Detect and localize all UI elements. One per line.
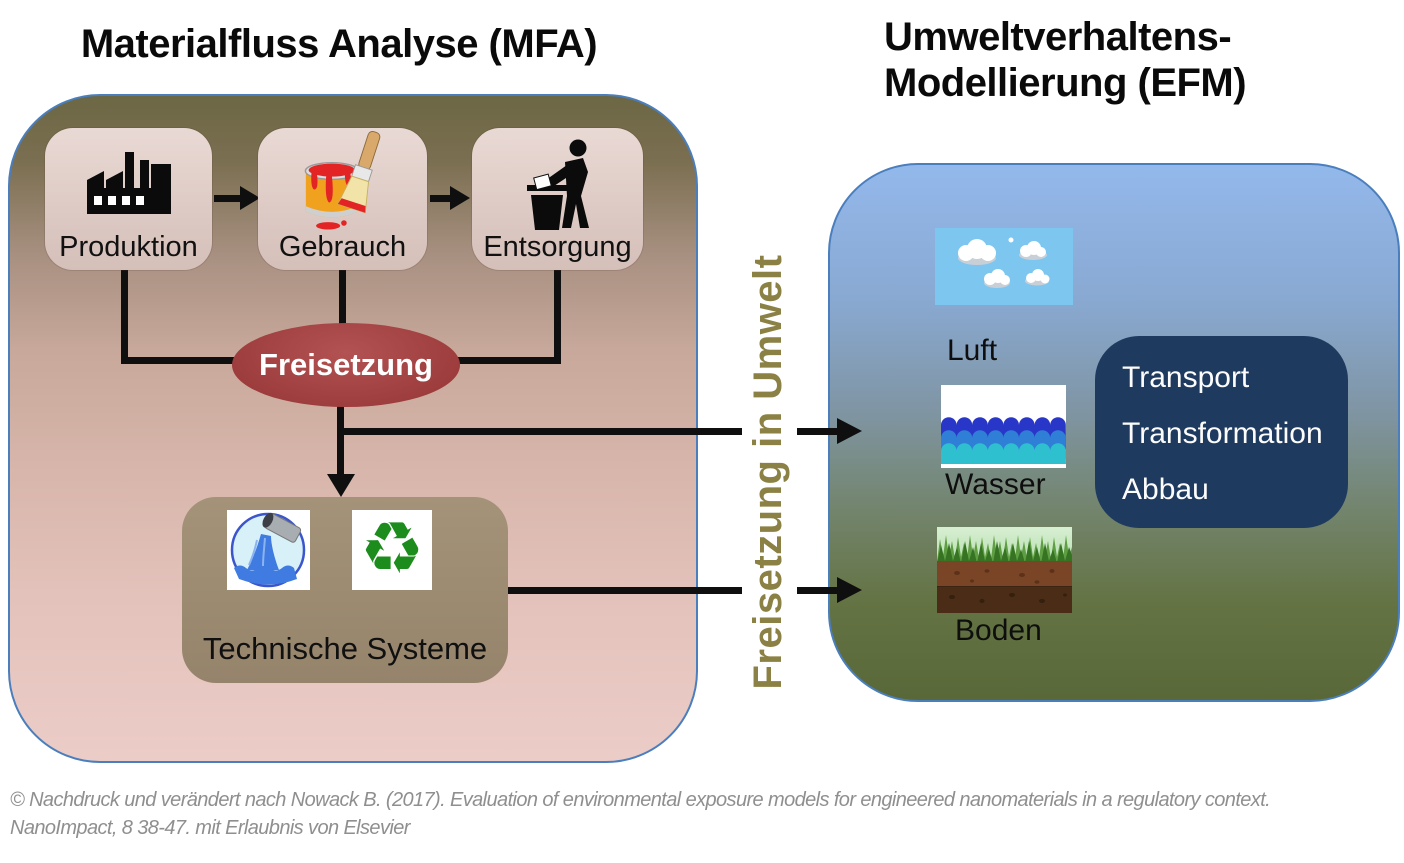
arrow-gebrauch-entsorgung-head xyxy=(450,186,470,210)
arrow-produktion-gebrauch-line xyxy=(214,195,240,202)
process-item-transformation: Transformation xyxy=(1122,417,1323,450)
branch-release-to-environment xyxy=(337,428,742,435)
stem-below-ellipse xyxy=(337,402,344,476)
stage-entsorgung: Entsorgung xyxy=(472,128,643,270)
stage-produktion: Produktion xyxy=(45,128,212,270)
line-produktion-to-ellipse xyxy=(121,357,243,364)
factory-icon xyxy=(45,144,212,216)
stem-entsorgung xyxy=(554,266,561,364)
soil-icon xyxy=(937,527,1072,618)
release-label: Freisetzung xyxy=(259,347,433,382)
stage-label-gebrauch: Gebrauch xyxy=(278,231,407,263)
stage-label-produktion: Produktion xyxy=(59,231,198,263)
wastewater-pipe-icon xyxy=(227,510,310,590)
recycling-glyph: ♻ xyxy=(359,509,425,589)
recycling-icon: ♻ xyxy=(352,510,432,590)
release-to-environment-label: Freisetzung in Umwelt xyxy=(746,254,790,690)
compartment-label-wasser: Wasser xyxy=(945,468,1046,501)
right-title-line2: Modellierung (EFM) xyxy=(884,61,1247,105)
caption-line2: NanoImpact, 8 38-47. mit Erlaubnis von E… xyxy=(10,817,410,839)
litter-disposal-icon xyxy=(472,138,643,232)
arrow-into-technical-head xyxy=(327,474,355,497)
left-panel-title: Materialfluss Analyse (MFA) xyxy=(80,22,598,66)
right-title-line1: Umweltverhaltens- xyxy=(884,15,1232,59)
technical-systems-box: ♻ Technische Systeme xyxy=(182,497,508,683)
process-item-abbau: Abbau xyxy=(1122,473,1209,506)
release-ellipse: Freisetzung xyxy=(232,323,460,407)
process-box: Transport Transformation Abbau xyxy=(1095,336,1348,528)
lower-arrow-head xyxy=(837,577,862,603)
technical-systems-label: Technische Systeme xyxy=(202,631,488,666)
stage-gebrauch: Gebrauch xyxy=(258,128,427,270)
process-item-transport: Transport xyxy=(1122,361,1250,394)
paint-can-brush-icon xyxy=(258,130,427,238)
stem-gebrauch xyxy=(339,268,346,332)
caption-line1: © Nachdruck und verändert nach Nowack B.… xyxy=(10,789,1271,811)
upper-arrow-segment xyxy=(797,428,837,435)
upper-arrow-head xyxy=(837,418,862,444)
right-panel-title: Umweltverhaltens- Modellierung (EFM) xyxy=(884,14,1247,106)
compartment-label-luft: Luft xyxy=(947,334,998,367)
compartment-label-boden: Boden xyxy=(955,614,1042,647)
stem-produktion xyxy=(121,268,128,364)
waves-icon xyxy=(941,385,1066,473)
line-entsorgung-to-ellipse xyxy=(448,357,561,364)
stage-label-entsorgung: Entsorgung xyxy=(483,231,632,263)
line-technical-to-environment xyxy=(506,587,742,594)
lower-arrow-segment xyxy=(797,587,837,594)
arrow-produktion-gebrauch-head xyxy=(240,186,260,210)
arrow-gebrauch-entsorgung-line xyxy=(430,195,450,202)
clouds-icon xyxy=(935,228,1073,310)
